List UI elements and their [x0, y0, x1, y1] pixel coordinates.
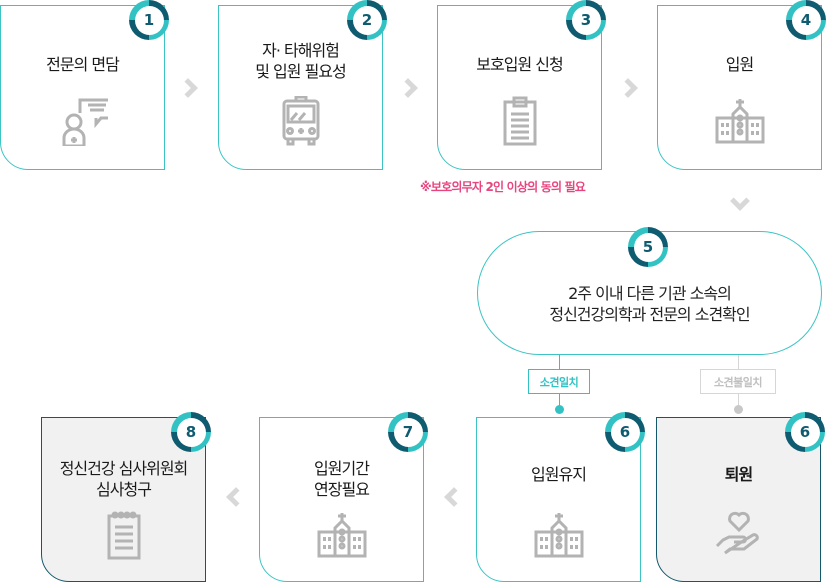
- hospital-icon: [715, 97, 764, 144]
- step-number-badge: 2: [347, 0, 387, 40]
- step-number-badge: 3: [566, 0, 606, 40]
- step-number-badge: 4: [786, 0, 826, 40]
- heart-hand-icon: [715, 511, 759, 555]
- notepad-icon: [107, 511, 140, 560]
- step-number: 1: [134, 5, 164, 35]
- branch-agree-label: 소견일치: [528, 369, 590, 394]
- step-number: 7: [393, 417, 423, 447]
- step-number-badge: 5: [628, 227, 668, 267]
- connector-dot: [734, 405, 743, 414]
- hospital-icon: [317, 511, 366, 558]
- step-title: 2주 이내 다른 기관 소속의 정신건강의학과 전문의 소견확인: [549, 284, 750, 324]
- step-title: 전문의 면담: [46, 55, 120, 74]
- step-title: 보호입원 신청: [476, 55, 563, 74]
- hospital-icon: [534, 511, 583, 558]
- clipboard-icon: [503, 96, 536, 146]
- chevron-right-icon: [398, 78, 418, 98]
- step-title: 정신건강 심사위원회 심사청구: [59, 459, 189, 499]
- chevron-left-icon: [444, 487, 464, 507]
- chevron-down-icon: [730, 191, 750, 211]
- chevron-right-icon: [618, 78, 638, 98]
- step-number: 6: [790, 417, 820, 447]
- step-number: 5: [633, 232, 663, 262]
- step-number: 3: [571, 5, 601, 35]
- step-number: 6: [610, 417, 640, 447]
- connector-dot: [555, 405, 564, 414]
- step-title: 자· 타해위험 및 입원 필요성: [255, 41, 347, 81]
- step-title: 입원유지: [531, 465, 587, 484]
- chevron-left-icon: [226, 487, 246, 507]
- branch-disagree-label: 소견불일치: [700, 369, 776, 394]
- step-number: 4: [791, 5, 821, 35]
- chevron-right-icon: [178, 78, 198, 98]
- step-number-badge: 6: [785, 412, 825, 452]
- ambulance-icon: [282, 96, 319, 146]
- step-number-badge: 1: [129, 0, 169, 40]
- step-title: 입원: [725, 55, 754, 74]
- step-title: 퇴원: [724, 465, 753, 484]
- step-number: 8: [176, 417, 206, 447]
- doctor-consult-icon: [62, 98, 108, 146]
- consent-notice: ※보호의무자 2인 이상의 동의 필요: [420, 180, 586, 194]
- step-number-badge: 6: [605, 412, 645, 452]
- step-title: 입원기간 연장필요: [314, 459, 370, 499]
- step-number-badge: 7: [388, 412, 428, 452]
- step-number-badge: 8: [171, 412, 211, 452]
- step-number: 2: [352, 5, 382, 35]
